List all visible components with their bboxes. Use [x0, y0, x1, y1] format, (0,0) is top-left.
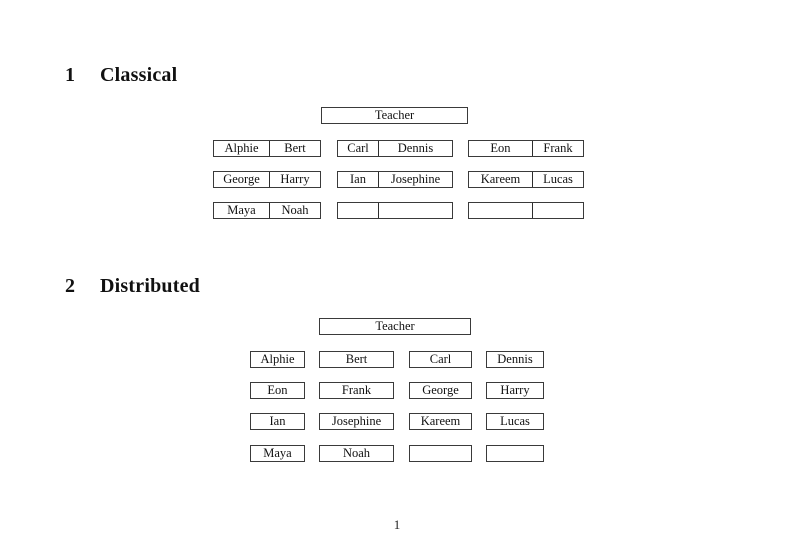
desk-cell: Josephine [390, 172, 441, 186]
desk-cell: Bert [284, 141, 306, 155]
desk-box: Bert [319, 351, 394, 368]
desk-cell: Carl [338, 141, 379, 156]
desk-box: Ian [250, 413, 305, 430]
desk-cell: Kareem [420, 414, 461, 428]
page-number: 1 [393, 517, 401, 532]
desk-box: Josephine [319, 413, 394, 430]
desk-box [337, 202, 453, 219]
desk-cell [533, 203, 583, 218]
desk-cell: Lucas [543, 172, 573, 186]
desk-cell: Noah [342, 446, 371, 460]
desk-cell: Frank [543, 141, 573, 155]
desk-cell: Dennis [497, 352, 533, 366]
desk-box: Alphie Bert [213, 140, 321, 157]
desk-cell: Maya [214, 203, 270, 218]
desk-box: Alphie [250, 351, 305, 368]
section-title: Distributed [100, 275, 200, 297]
desk-cell [410, 446, 471, 461]
desk-cell: Dennis [397, 141, 434, 155]
section-number: 1 [65, 64, 76, 86]
desk-cell: Harry [500, 383, 530, 397]
desk-cell: Ian [269, 414, 286, 428]
desk-cell [338, 203, 379, 218]
desk-box: Maya Noah [213, 202, 321, 219]
desk-cell: Bert [345, 352, 368, 366]
desk-cell: Alphie [260, 352, 295, 366]
desk-cell: Kareem [469, 172, 533, 187]
teacher-label: Teacher [375, 319, 415, 333]
desk-box: Ian Josephine [337, 171, 453, 188]
desk-cell: Maya [263, 446, 292, 460]
desk-cell: Noah [281, 203, 309, 217]
desk-box: George [409, 382, 472, 399]
desk-box [409, 445, 472, 462]
desk-box [468, 202, 584, 219]
teacher-box: Teacher [321, 107, 468, 124]
desk-box: Eon [250, 382, 305, 399]
desk-cell: Ian [338, 172, 379, 187]
desk-cell: George [214, 172, 270, 187]
desk-box: Kareem [409, 413, 472, 430]
desk-box: Carl Dennis [337, 140, 453, 157]
desk-cell: Carl [429, 352, 452, 366]
desk-box: Lucas [486, 413, 544, 430]
section-number: 2 [65, 275, 76, 297]
desk-cell: Harry [280, 172, 310, 186]
desk-box: Dennis [486, 351, 544, 368]
desk-box: George Harry [213, 171, 321, 188]
desk-box: Noah [319, 445, 394, 462]
teacher-label: Teacher [374, 108, 415, 122]
desk-box: Carl [409, 351, 472, 368]
section-heading-distributed: 2 Distributed [65, 275, 200, 297]
desk-cell [379, 203, 452, 218]
desk-cell: Alphie [214, 141, 270, 156]
desk-cell [469, 203, 533, 218]
desk-cell: Eon [469, 141, 533, 156]
section-heading-classical: 1 Classical [65, 64, 177, 86]
desk-box [486, 445, 544, 462]
desk-cell: Lucas [500, 414, 530, 428]
desk-box: Kareem Lucas [468, 171, 584, 188]
desk-box: Maya [250, 445, 305, 462]
section-title: Classical [100, 64, 178, 86]
desk-cell: George [422, 383, 459, 397]
teacher-box: Teacher [319, 318, 471, 335]
desk-box: Eon Frank [468, 140, 584, 157]
desk-cell: Frank [341, 383, 372, 397]
desk-cell [487, 446, 543, 461]
desk-cell: Eon [267, 383, 288, 397]
desk-cell: Josephine [331, 414, 382, 428]
desk-box: Harry [486, 382, 544, 399]
desk-box: Frank [319, 382, 394, 399]
